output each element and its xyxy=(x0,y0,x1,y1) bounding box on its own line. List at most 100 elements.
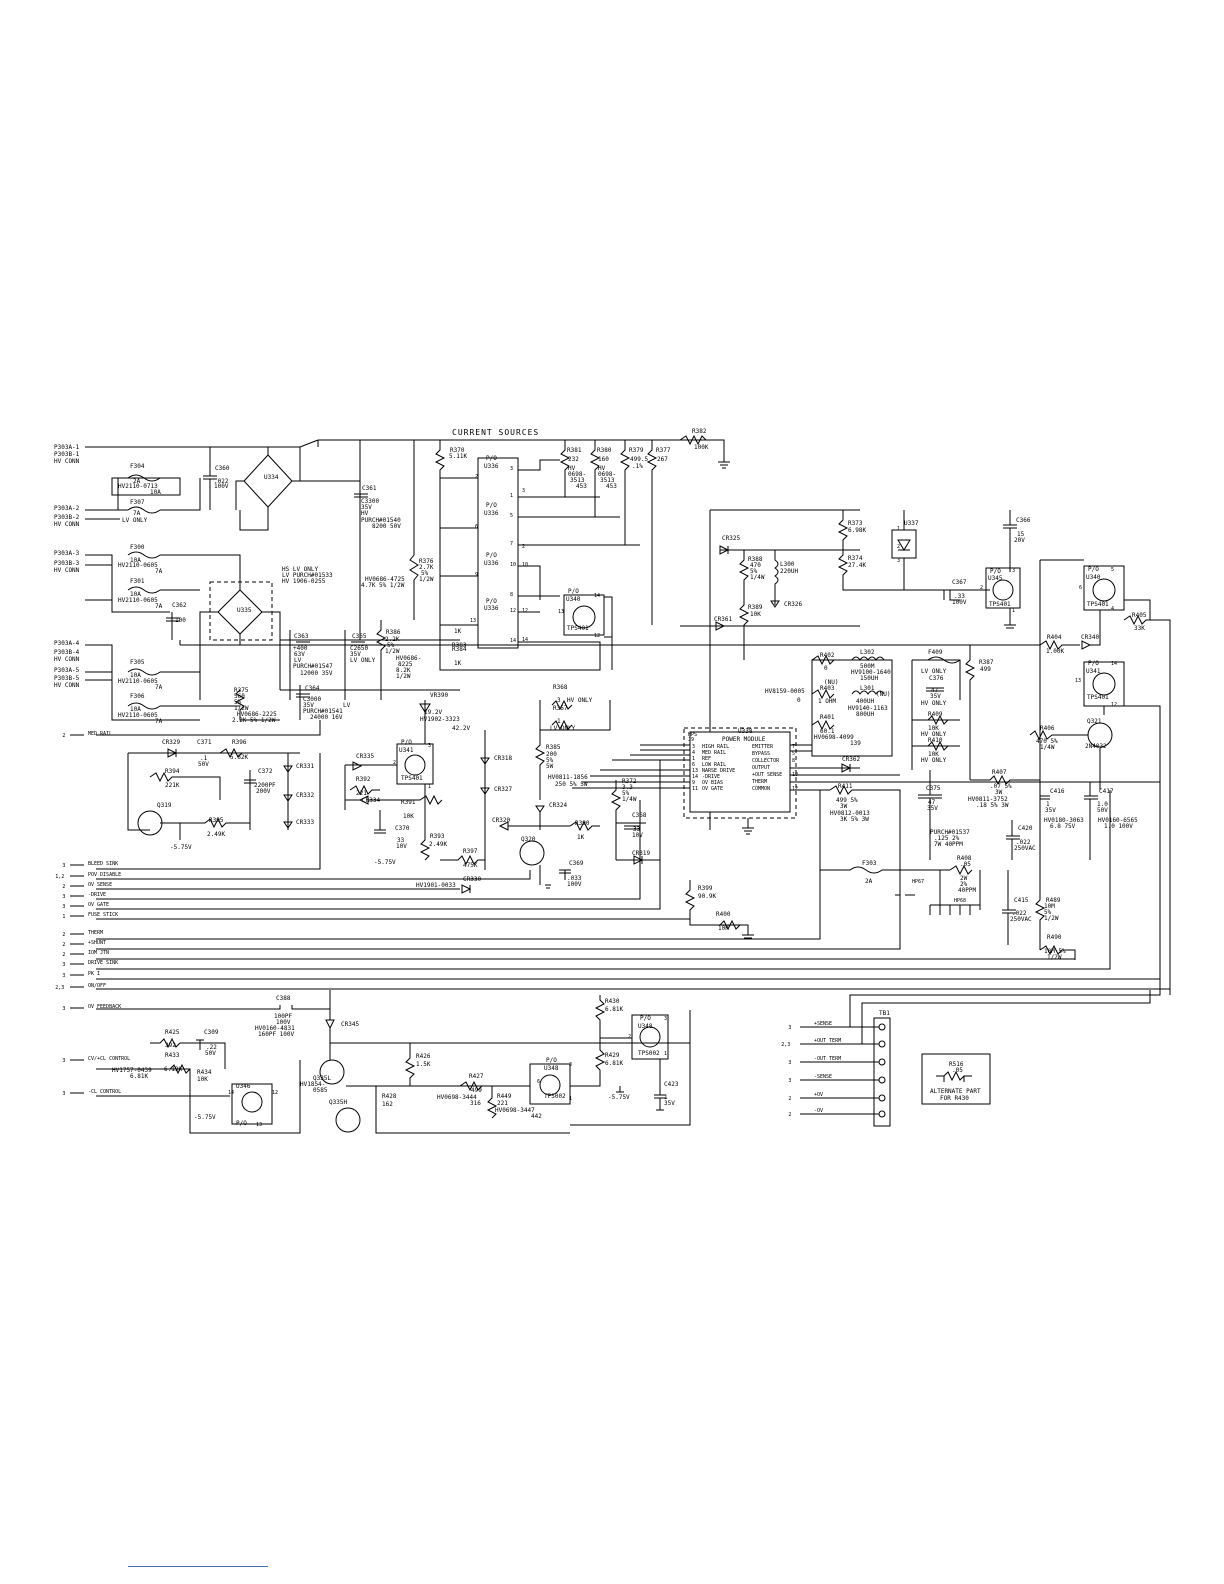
component-label: 0585 xyxy=(313,1087,328,1094)
component-label: CR345 xyxy=(341,1021,359,1028)
component-label: U340 xyxy=(566,596,581,603)
component-label: 100V xyxy=(276,1019,291,1026)
module-pin-label: +OUT SENSE xyxy=(752,772,782,778)
component-label: 100PF xyxy=(274,1013,292,1020)
component-label: R391 xyxy=(401,799,416,806)
pin-number: 12 xyxy=(272,1090,278,1096)
component-label: U346 xyxy=(236,1083,251,1090)
component-label: R375 xyxy=(234,687,249,694)
component-label: C371 xyxy=(197,739,212,746)
component-label: U338 xyxy=(738,728,753,735)
component-label: 3W xyxy=(840,803,848,810)
component-label: 392 xyxy=(165,1042,176,1049)
component-label: R408 xyxy=(957,855,972,862)
component-label: HV ONLY xyxy=(921,700,947,707)
component-label: 5% xyxy=(387,642,395,649)
component-label: R428 xyxy=(382,1093,397,1100)
terminal-label: +SENSE xyxy=(814,1021,832,1027)
component-label: HV xyxy=(568,465,576,472)
component-label: 10A xyxy=(130,672,141,679)
pin-number: 1 xyxy=(1012,608,1015,614)
component-label: R392 xyxy=(356,776,371,783)
component-label: R489 xyxy=(1046,897,1061,904)
component-label: 6.98K xyxy=(848,527,866,534)
signal-label: BLEED SINK xyxy=(88,861,118,867)
component-label: 8200 50V xyxy=(372,523,401,530)
component-label: C375 xyxy=(926,785,941,792)
component-label: 5% xyxy=(234,699,242,706)
component-label: R386 xyxy=(386,629,401,636)
module-pin-number: 11 xyxy=(692,786,698,792)
component-label: HV0811-1856 xyxy=(548,774,588,781)
component-label: 4.7K 5% 1/2W xyxy=(361,582,405,589)
component-label: 453 xyxy=(606,483,617,490)
pin-number: 1 xyxy=(428,784,431,790)
component-label: P/O xyxy=(236,1120,247,1127)
component-label: P/O xyxy=(1088,566,1099,573)
signal-sheet-ref: 3 xyxy=(62,962,65,968)
component-label: HS LV ONLY xyxy=(282,566,319,573)
component-label: F304 xyxy=(130,463,145,470)
component-label: R400 xyxy=(716,911,731,918)
component-label: 10K xyxy=(928,725,939,732)
component-label: 100V xyxy=(952,599,967,606)
component-label: 6.81K xyxy=(605,1006,623,1013)
component-label: 220UH xyxy=(780,568,798,575)
signal-label: MED RAIL xyxy=(88,731,112,737)
terminal-sheet-ref: 2 xyxy=(788,1112,791,1118)
component-label: 200 xyxy=(546,751,557,758)
component-label: 475K xyxy=(463,862,478,869)
signal-sheet-ref: 2 xyxy=(62,942,65,948)
component-label: LV ONLY xyxy=(550,725,576,732)
connector-label: P303A-2 xyxy=(54,505,80,512)
component-label: HV0698-4099 xyxy=(814,734,854,741)
component-label: 160 xyxy=(598,456,609,463)
pin-number: 9 xyxy=(475,572,478,578)
connector-label: P303A-3 xyxy=(54,550,80,557)
terminal-sheet-ref: 2,3 xyxy=(781,1042,790,1048)
component-label: CR335 xyxy=(356,753,374,760)
component-label: HV0811-3752 xyxy=(968,796,1008,803)
component-label: 1/4W xyxy=(750,574,765,581)
module-pin-label: OV BIAS xyxy=(702,780,723,786)
component-label: P/O xyxy=(486,552,497,559)
component-label: .022 xyxy=(1016,839,1031,846)
pin-number: 10 xyxy=(522,562,528,568)
component-label: 499 5% xyxy=(836,797,858,804)
component-label: L300 xyxy=(780,561,795,568)
component-label: R404 xyxy=(1047,634,1062,641)
component-label: 10A xyxy=(130,557,141,564)
component-label: 33 xyxy=(633,826,641,833)
component-label: P/O xyxy=(546,1057,557,1064)
component-label: 232 xyxy=(568,456,579,463)
component-label: PURCH#01540 xyxy=(361,517,401,524)
component-label: R433 xyxy=(165,1052,180,1059)
component-label: 10A xyxy=(150,489,161,496)
signal-label: DRIVE SINK xyxy=(88,960,118,966)
component-label: 2.2K xyxy=(385,636,400,643)
component-label: HV0698-3444 xyxy=(437,1094,477,1101)
module-pin-label: EMITTER xyxy=(752,744,774,750)
component-label: U337 xyxy=(904,520,919,527)
component-label: .33 xyxy=(954,593,965,600)
component-label: 1.00K xyxy=(1046,648,1064,655)
module-pin-label: MED RAIL xyxy=(702,750,726,756)
component-label: C364 xyxy=(305,685,320,692)
module-pin-label: LOW RAIL xyxy=(702,762,726,768)
component-label: C366 xyxy=(1016,517,1031,524)
component-label: LV ONLY xyxy=(921,668,947,675)
component-label: U336 xyxy=(484,605,499,612)
pin-number: 13 xyxy=(558,609,564,615)
component-label: C360 xyxy=(215,465,230,472)
component-label: 0698- xyxy=(598,471,616,478)
component-label: F305 xyxy=(130,659,145,666)
signal-label: OV FEEDBACK xyxy=(88,1004,121,1010)
component-label: TB1 xyxy=(879,1010,890,1017)
component-label: 250VAC xyxy=(1010,916,1032,923)
component-label: R385 xyxy=(546,744,561,751)
component-label: HV9100-1640 xyxy=(851,669,891,676)
component-label: .18 5% 3W xyxy=(976,802,1009,809)
component-label: 63V xyxy=(294,651,305,658)
pin-number: 3 xyxy=(428,743,431,749)
